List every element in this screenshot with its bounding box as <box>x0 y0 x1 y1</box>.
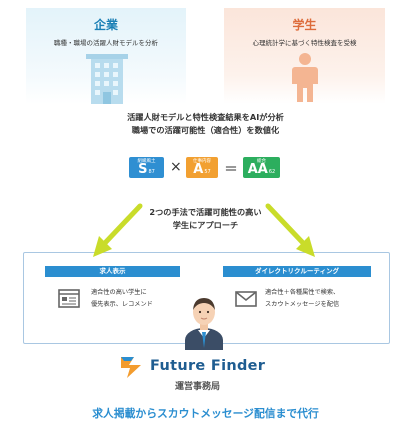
arrow-left-head-icon <box>93 236 112 257</box>
job-posting-text-1: 適合性の高い学生に <box>91 289 147 296</box>
mail-envelope-icon <box>235 291 257 307</box>
score-label: 総合 <box>257 159 266 164</box>
person-icon <box>292 53 318 102</box>
direct-recruiting-text-2: スカウトメッセージを配信 <box>265 301 340 308</box>
score-value: 62 <box>268 169 276 175</box>
score-label: 組織風土 <box>137 159 156 164</box>
brand-office: 運営事務局 <box>175 382 221 392</box>
score-box-organization: 組織風土 S87 <box>129 157 164 178</box>
browser-window-icon <box>58 289 80 308</box>
arrow-right-head-icon <box>296 236 315 257</box>
score-grade: S <box>138 162 148 177</box>
brand-name: Future Finder <box>150 358 266 374</box>
score-value: 87 <box>148 169 155 175</box>
student-subtitle: 心理統計学に基づく特性検査を受検 <box>252 39 357 47</box>
times-operator: × <box>170 159 182 175</box>
job-posting-text-2: 優先表示、レコメンド <box>91 301 153 308</box>
direct-recruiting-text-1: 適合性＋各種属性で検索、 <box>265 289 340 296</box>
building-icon <box>86 54 128 104</box>
approach-line-2: 学生にアプローチ <box>172 220 239 230</box>
future-finder-logo-icon <box>121 357 141 378</box>
staff-avatar <box>185 298 223 350</box>
score-value: 57 <box>204 169 211 175</box>
score-label: 仕事内容 <box>193 159 211 164</box>
job-posting-header: 求人表示 <box>45 266 180 277</box>
company-subtitle: 職種・職場の活躍人財モデルを分析 <box>54 39 158 47</box>
approach-line-1: 2つの手法で活躍可能性の高い <box>149 207 262 217</box>
score-grade: A <box>193 162 204 177</box>
arrow-right-icon <box>265 203 307 247</box>
company-panel: 企業 職種・職場の活躍人財モデルを分析 <box>26 8 186 104</box>
score-grade: AA <box>247 162 268 177</box>
score-box-total: 総合 AA62 <box>243 157 280 178</box>
equals-operator: ＝ <box>224 162 238 178</box>
direct-recruiting-header: ダイレクトリクルーティング <box>223 266 371 277</box>
student-panel: 学生 心理統計学に基づく特性検査を受検 <box>224 8 385 104</box>
tagline: 求人掲載からスカウトメッセージ配信まで代行 <box>92 407 319 420</box>
arrows <box>93 203 315 257</box>
score-box-job: 仕事内容 A57 <box>186 157 218 178</box>
analysis-line-2: 職場での活躍可能性（適合性）を数値化 <box>131 125 280 135</box>
arrow-left-icon <box>101 203 143 247</box>
analysis-line-1: 活躍人財モデルと特性検査結果をAIが分析 <box>127 112 284 122</box>
company-title: 企業 <box>93 18 118 32</box>
student-title: 学生 <box>292 18 317 32</box>
